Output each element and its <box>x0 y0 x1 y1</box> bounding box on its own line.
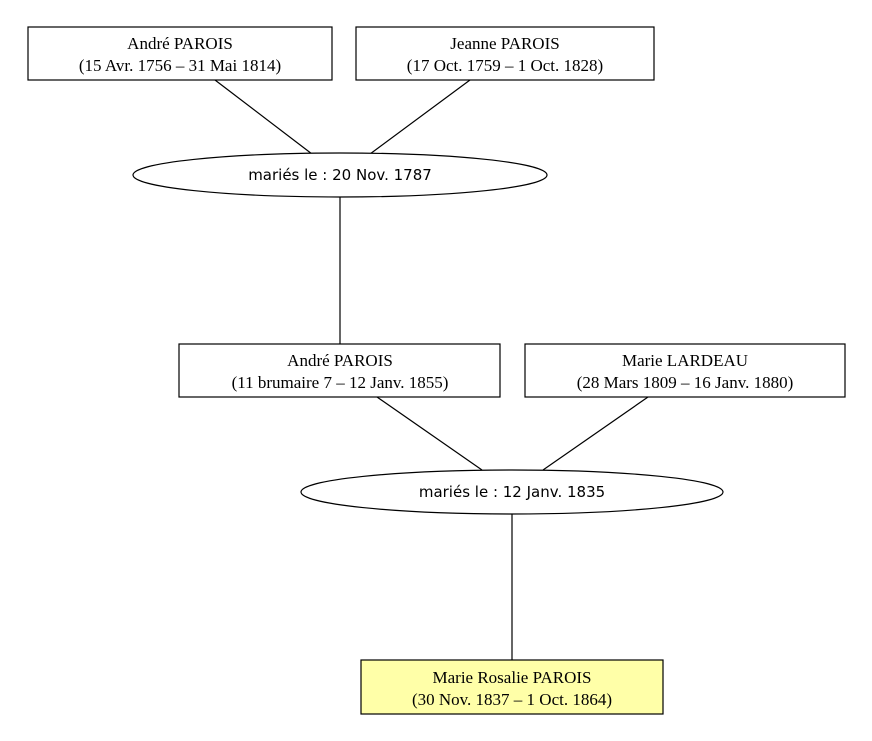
person-node-jeanne-parois-1759[interactable]: Jeanne PAROIS (17 Oct. 1759 – 1 Oct. 182… <box>355 26 655 81</box>
person-node-marie-lardeau[interactable]: Marie LARDEAU (28 Mars 1809 – 16 Janv. 1… <box>524 343 846 398</box>
person-name: André PAROIS <box>287 351 393 370</box>
union-node-1835[interactable]: mariés le : 12 Janv. 1835 <box>300 469 724 515</box>
union-node-1787[interactable]: mariés le : 20 Nov. 1787 <box>132 152 548 198</box>
person-name: Marie Rosalie PAROIS <box>433 668 592 687</box>
person-box <box>27 26 333 81</box>
edge-jeanne-1759-to-union-1787 <box>369 79 471 155</box>
person-name: Jeanne PAROIS <box>450 34 559 53</box>
person-box <box>524 343 846 398</box>
person-node-andre-parois-7[interactable]: André PAROIS (11 brumaire 7 – 12 Janv. 1… <box>178 343 501 398</box>
connectors <box>214 79 649 660</box>
edge-andre-1756-to-union-1787 <box>214 79 313 155</box>
person-node-andre-parois-1756[interactable]: André PAROIS (15 Avr. 1756 – 31 Mai 1814… <box>27 26 333 81</box>
union-label: mariés le : 12 Janv. 1835 <box>419 483 605 501</box>
union-ellipse <box>300 469 724 515</box>
person-name: André PAROIS <box>127 34 233 53</box>
edge-marie-lardeau-to-union-1835 <box>542 396 649 471</box>
union-label: mariés le : 20 Nov. 1787 <box>248 166 432 184</box>
person-box <box>355 26 655 81</box>
union-ellipse <box>132 152 548 198</box>
person-box-highlighted <box>360 659 664 715</box>
person-dates: (17 Oct. 1759 – 1 Oct. 1828) <box>407 56 603 75</box>
person-node-marie-rosalie-parois[interactable]: Marie Rosalie PAROIS (30 Nov. 1837 – 1 O… <box>360 659 664 715</box>
person-name: Marie LARDEAU <box>622 351 748 370</box>
person-box <box>178 343 501 398</box>
edge-andre-7-to-union-1835 <box>376 396 483 471</box>
person-dates: (15 Avr. 1756 – 31 Mai 1814) <box>79 56 281 75</box>
person-dates: (30 Nov. 1837 – 1 Oct. 1864) <box>412 690 612 709</box>
person-dates: (11 brumaire 7 – 12 Janv. 1855) <box>232 373 449 392</box>
person-dates: (28 Mars 1809 – 16 Janv. 1880) <box>577 373 794 392</box>
